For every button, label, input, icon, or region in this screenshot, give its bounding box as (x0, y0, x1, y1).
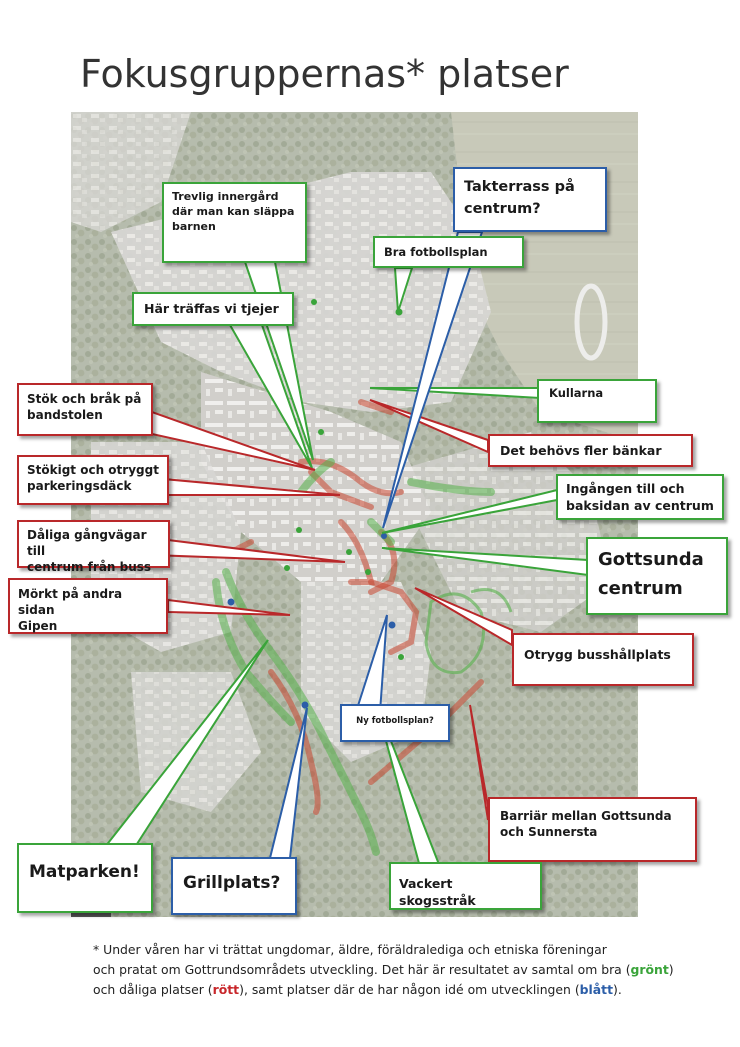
callout-stokigt-parkering[interactable]: Stökigt och otryggt parkeringsdäck (17, 455, 169, 505)
callout-text-line: Stök och bråk på (27, 392, 142, 406)
callout-text-line: Gipen (18, 619, 58, 634)
callout-takterrass[interactable]: Takterrass på centrum? (453, 167, 607, 232)
callout-text-line: Bra fotbollsplan (384, 245, 488, 259)
callout-bra-fotbollsplan[interactable]: Bra fotbollsplan (373, 236, 524, 268)
callout-text-line: baksidan av centrum (566, 497, 714, 513)
callout-text-line: Gottsunda (598, 549, 704, 570)
callout-text-line: Det behövs fler bänkar (500, 443, 662, 458)
callout-text-line: centrum (598, 577, 683, 599)
callout-otrygg-busshallplats[interactable]: Otrygg busshållplats (512, 633, 694, 686)
callout-ny-fotbollsplan[interactable]: Ny fotbollsplan? (340, 704, 450, 742)
callout-morkt-gipen[interactable]: Mörkt på andra sidan Gipen (8, 578, 168, 634)
callout-text-line: där man kan släppa (172, 204, 295, 218)
callout-text-line: Ny fotbollsplan? (356, 716, 434, 726)
callout-traffas-tjejer[interactable]: Här träffas vi tjejer (132, 292, 294, 326)
callout-barriar[interactable]: Barriär mellan Gottsunda och Sunnersta (488, 797, 697, 862)
callout-text-line: Grillplats? (183, 873, 281, 893)
callout-text-line: bandstolen (27, 408, 103, 423)
callout-trevlig-innergard[interactable]: Trevlig innergård där man kan släppa bar… (162, 182, 307, 263)
callout-ingangen-centrum[interactable]: Ingången till och baksidan av centrum (556, 474, 724, 520)
footnote-line-3: och dåliga platser (rött), samt platser … (93, 980, 693, 1000)
footnote-green-word: grönt (630, 962, 669, 977)
footnote-text: ). (613, 982, 622, 997)
footnote-text: och pratat om Gottrundsområdets utveckli… (93, 962, 631, 977)
callout-text-line: och Sunnersta (500, 825, 598, 840)
callout-text-line: Kullarna (549, 386, 604, 400)
callout-text-line: Ingången till och (566, 481, 685, 496)
callout-text-line: Barriär mellan Gottsunda (500, 809, 672, 823)
callout-text-line: Matparken! (29, 862, 140, 882)
callout-text-line: Mörkt på andra sidan (18, 587, 123, 618)
callout-text-line: Takterrass på (464, 179, 575, 195)
footnote-text: ) (668, 962, 674, 977)
callout-matparken[interactable]: Matparken! (17, 843, 153, 913)
footnote-line-1: * Under våren har vi trättat ungdomar, ä… (93, 942, 607, 957)
callout-text-line: Dåliga gångvägar till (27, 528, 147, 559)
callout-daliga-gangvagar[interactable]: Dåliga gångvägar till centrum från buss (17, 520, 170, 574)
callout-text-line: Otrygg busshållplats (524, 647, 671, 662)
callout-vackert-skogsstrak[interactable]: Vackert skogsstråk (389, 862, 542, 910)
callout-kullarna[interactable]: Kullarna (537, 379, 657, 423)
footnote-blue-word: blått (579, 982, 613, 997)
footnote-red-word: rött (212, 982, 240, 997)
callout-fler-bankar[interactable]: Det behövs fler bänkar (488, 434, 693, 467)
callout-text-line: centrum från buss (27, 560, 152, 575)
footnote-text: ), samt platser där de har någon idé om … (239, 982, 580, 997)
callout-text-line: Vackert skogsstråk (399, 876, 476, 908)
footnote: * Under våren har vi trättat ungdomar, ä… (93, 940, 693, 1000)
callout-gottsunda-centrum[interactable]: Gottsunda centrum (586, 537, 728, 615)
callout-text-line: centrum? (464, 201, 541, 218)
callout-stok-brak[interactable]: Stök och bråk på bandstolen (17, 383, 153, 436)
callout-text-line: Trevlig innergård (172, 190, 279, 203)
callout-grillplats[interactable]: Grillplats? (171, 857, 297, 915)
callout-text-line: Här träffas vi tjejer (144, 301, 279, 316)
footnote-text: och dåliga platser ( (93, 982, 213, 997)
callout-text-line: parkeringsdäck (27, 479, 132, 494)
footnote-line-2: och pratat om Gottrundsområdets utveckli… (93, 960, 693, 980)
page-title: Fokusgruppernas* platser (80, 52, 569, 96)
callout-text-line: Stökigt och otryggt (27, 463, 159, 477)
callout-text-line: barnen (172, 219, 216, 233)
